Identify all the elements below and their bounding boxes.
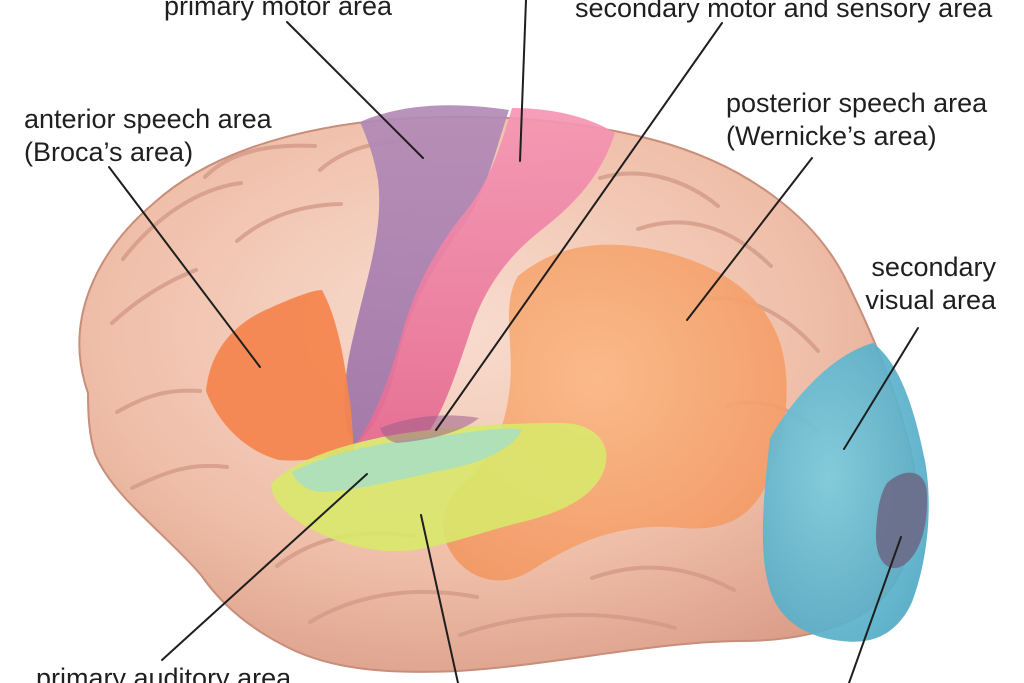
primary-sensory-area [356, 108, 615, 444]
leader-line-secondary-visual [843, 327, 919, 450]
label-anterior-speech-area-line-2: (Broca’s area) [24, 137, 194, 167]
visual-core-area [875, 472, 928, 569]
label-posterior-speech-area-line-2: (Wernicke’s area) [726, 121, 937, 151]
broca-area [206, 290, 355, 461]
auditory-highlight [292, 428, 522, 493]
overlap-purple-area [380, 415, 479, 443]
leader-line-posterior-speech [686, 157, 813, 321]
leader-lines [108, 0, 919, 683]
leader-line-secondary-auditory [420, 514, 459, 683]
leader-line-primary-auditory [161, 473, 368, 661]
leader-line-primary-sensory [519, 0, 527, 162]
leader-line-primary-motor [286, 21, 424, 159]
label-anterior-speech-area: anterior speech area (Broca’s area) [24, 103, 272, 169]
label-anterior-speech-area-line-1: anterior speech area [24, 104, 272, 134]
label-primary-motor-area: primary motor area [164, 0, 392, 23]
label-posterior-speech-area-line-1: posterior speech area [726, 88, 988, 118]
leader-line-secondary-motor-sensory [435, 22, 723, 431]
leader-line-primary-visual [848, 536, 902, 683]
leader-line-anterior-speech [108, 166, 261, 368]
brain-shape [78, 115, 917, 673]
label-primary-auditory-area-text: primary auditory area [36, 663, 292, 683]
label-secondary-visual-area-line-2: visual area [865, 285, 996, 315]
label-secondary-visual-area: secondary visual area [826, 251, 996, 317]
label-primary-auditory-area: primary auditory area [36, 662, 291, 683]
brain-regions [206, 105, 929, 642]
label-secondary-motor-sensory-area: secondary motor and sensory area [575, 0, 992, 25]
visual-area [762, 343, 929, 642]
label-primary-motor-area-text: primary motor area [164, 0, 393, 21]
label-secondary-motor-sensory-area-text: secondary motor and sensory area [575, 0, 993, 23]
label-posterior-speech-area: posterior speech area (Wernicke’s area) [726, 87, 987, 153]
label-secondary-visual-area-line-1: secondary [871, 252, 996, 282]
